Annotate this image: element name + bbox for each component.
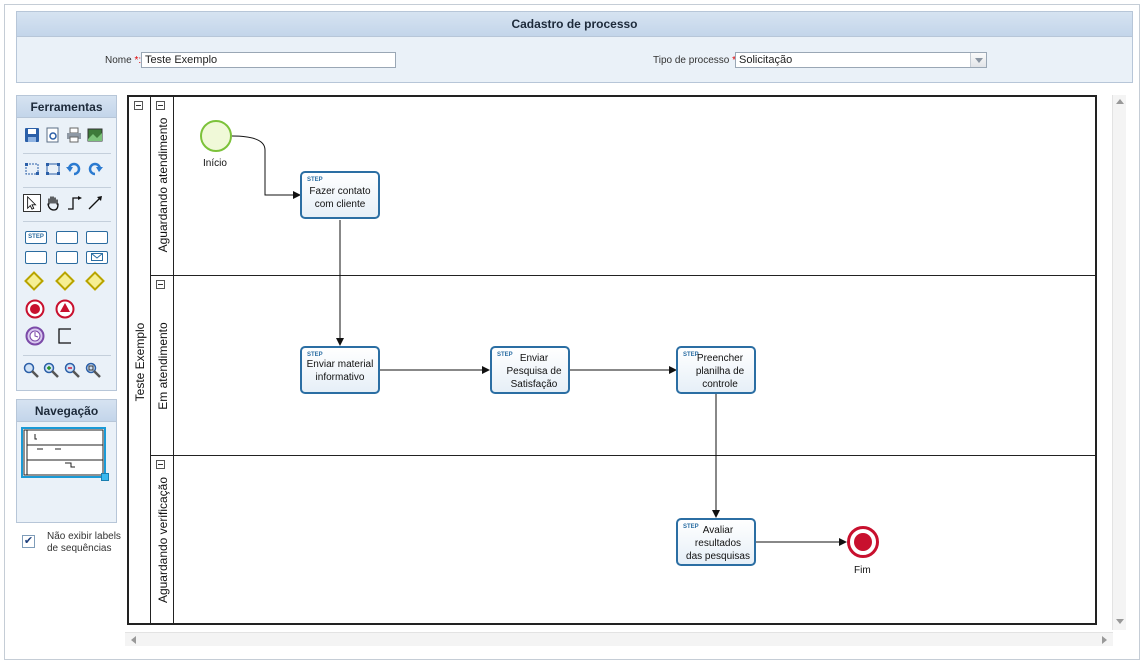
navigation-panel-title: Navegação: [17, 400, 116, 422]
lane-header: Em atendimento: [151, 276, 174, 455]
select-area-icon[interactable]: [23, 160, 41, 178]
save-icon[interactable]: [23, 126, 41, 144]
vertical-scrollbar[interactable]: [1112, 95, 1126, 630]
start-event[interactable]: [199, 119, 233, 153]
error-event-icon[interactable]: [55, 299, 75, 319]
scroll-up-icon[interactable]: [1116, 99, 1124, 104]
viewport-resize-handle[interactable]: [101, 473, 109, 481]
lane-em-atendimento[interactable]: Em atendimento: [151, 276, 1097, 456]
tools-panel-title: Ferramentas: [17, 96, 116, 118]
end-event-label: Fim: [854, 565, 871, 576]
name-input[interactable]: Teste Exemplo: [141, 52, 396, 68]
script-task-icon[interactable]: [24, 248, 48, 266]
toolbar-divider: [23, 221, 111, 222]
image-export-icon[interactable]: [86, 126, 104, 144]
pool-header: Teste Exemplo: [129, 97, 151, 623]
task-label: Preencher planilha de controle: [695, 353, 745, 390]
navigation-viewport[interactable]: [21, 427, 109, 481]
collapse-pool-icon[interactable]: [134, 101, 143, 110]
message-task-icon[interactable]: [85, 248, 109, 266]
task-preencher-planilha[interactable]: STEP Preencher planilha de controle: [676, 346, 756, 394]
task-label: Enviar material informativo: [306, 359, 374, 383]
scroll-left-icon[interactable]: [131, 636, 136, 644]
manual-task-icon[interactable]: [55, 248, 79, 266]
end-event[interactable]: [846, 525, 880, 559]
scroll-right-icon[interactable]: [1102, 636, 1107, 644]
task-label: Enviar Pesquisa de Satisfação: [506, 353, 562, 390]
hide-labels-checkbox[interactable]: ✔: [22, 535, 35, 548]
pointer-icon[interactable]: [23, 194, 41, 212]
page-title: Cadastro de processo: [17, 12, 1132, 37]
task-avaliar-resultados[interactable]: STEP Avaliar resultados das pesquisas: [676, 518, 756, 566]
lane-header: Aguardando atendimento: [151, 97, 174, 275]
task-label: Fazer contato com cliente: [309, 186, 371, 210]
lane-aguardando-atendimento[interactable]: Aguardando atendimento: [151, 97, 1097, 276]
timer-event-icon[interactable]: [25, 326, 45, 346]
navigation-panel: Navegação: [16, 399, 117, 523]
print-icon[interactable]: [65, 126, 83, 144]
zoom-out-icon[interactable]: [63, 361, 81, 379]
lane-aguardando-verificacao[interactable]: Aguardando verificação: [151, 456, 1097, 623]
horizontal-scrollbar[interactable]: [125, 632, 1113, 646]
toolbar-divider: [23, 355, 111, 356]
chevron-down-icon[interactable]: [970, 53, 986, 67]
redo-icon[interactable]: [86, 160, 104, 178]
undo-icon[interactable]: [65, 160, 83, 178]
diagram-canvas[interactable]: [125, 92, 1126, 640]
fit-icon[interactable]: [44, 160, 62, 178]
subprocess-icon[interactable]: [55, 228, 79, 246]
process-type-select[interactable]: Solicitação: [735, 52, 987, 68]
task-fazer-contato[interactable]: STEP Fazer contato com cliente: [300, 171, 380, 219]
user-task-icon[interactable]: [85, 228, 109, 246]
flow-start-to-contato: [231, 135, 301, 199]
task-enviar-material[interactable]: STEP Enviar material informativo: [300, 346, 380, 394]
zoom-in-icon[interactable]: [42, 361, 60, 379]
step-task-icon[interactable]: STEP: [24, 228, 48, 246]
lane-header: Aguardando verificação: [151, 456, 174, 623]
pan-hand-icon[interactable]: [44, 194, 62, 212]
name-label: Nome *:: [105, 55, 142, 66]
line-connector-icon[interactable]: [86, 194, 104, 212]
pool[interactable]: Teste Exemplo Aguardando atendimento Em …: [127, 95, 1097, 625]
preview-icon[interactable]: [44, 126, 62, 144]
collapse-lane-icon[interactable]: [156, 101, 165, 110]
collapse-lane-icon[interactable]: [156, 280, 165, 289]
zoom-icon[interactable]: [22, 361, 40, 379]
hide-labels-label: Não exibir labels de sequências: [47, 531, 121, 554]
elbow-connector-icon[interactable]: [65, 194, 83, 212]
start-event-label: Início: [203, 158, 227, 169]
collapse-lane-icon[interactable]: [156, 460, 165, 469]
toolbar-divider: [23, 153, 111, 154]
process-form-header: Cadastro de processo Nome *: Teste Exemp…: [16, 11, 1133, 83]
tools-panel: Ferramentas: [16, 95, 117, 391]
task-enviar-pesquisa[interactable]: STEP Enviar Pesquisa de Satisfação: [490, 346, 570, 394]
toolbar-divider: [23, 187, 111, 188]
task-label: Avaliar resultados das pesquisas: [686, 525, 750, 562]
annotation-icon[interactable]: [55, 326, 75, 346]
scroll-down-icon[interactable]: [1116, 619, 1124, 624]
end-event-icon[interactable]: [25, 299, 45, 319]
zoom-fit-icon[interactable]: [84, 361, 102, 379]
